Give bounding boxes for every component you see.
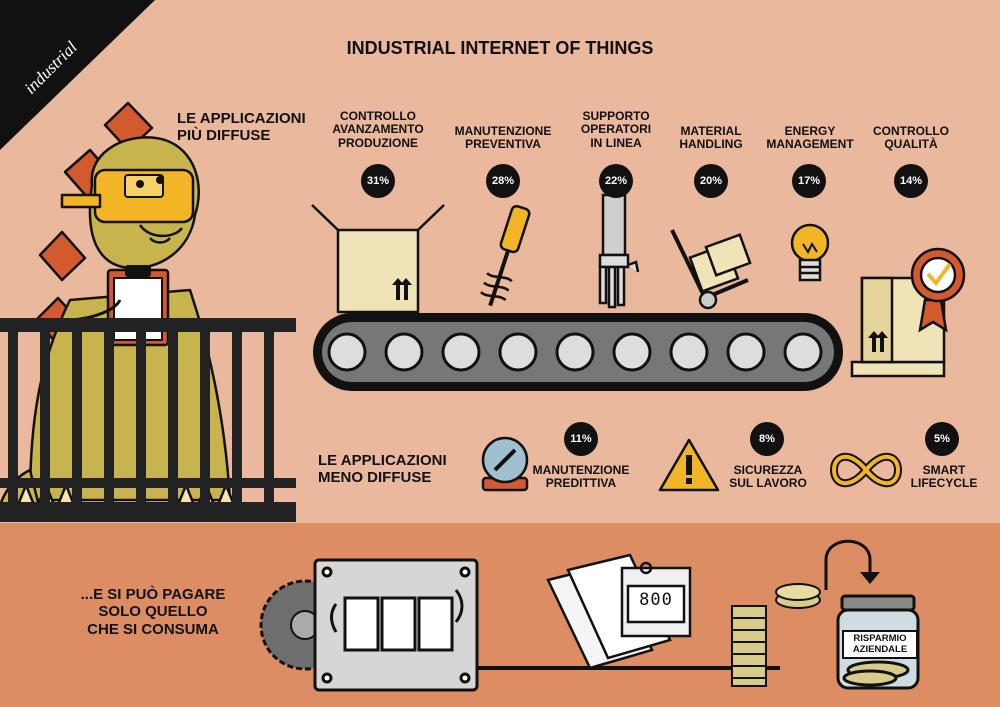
footer-band	[0, 523, 1000, 707]
corner-tag-bg	[0, 0, 155, 150]
app-label-production-control: CONTROLLO AVANZAMENTO PRODUZIONE	[332, 109, 424, 150]
app-label-predictive-maintenance: MANUTENZIONE PREDITTIVA	[532, 463, 630, 491]
savings-jar-icon	[836, 594, 920, 690]
crystal-ball-icon	[481, 436, 529, 492]
dinosaur-mascot	[0, 101, 236, 512]
coin-stack-icon	[731, 583, 821, 687]
documents-icon	[546, 553, 692, 670]
footer-message: ...E SI PUÒ PAGARE SOLO QUELLO CHE SI CO…	[80, 586, 226, 638]
app-label-smart-lifecycle: SMART LIFECYCLE	[910, 463, 978, 491]
infinity-icon	[829, 452, 903, 488]
percent-badge-workplace-safety: 8%	[750, 422, 784, 456]
percent-badge-production-control: 31%	[361, 164, 395, 198]
least-common-heading: LE APPLICAZIONI MENO DIFFUSE	[318, 452, 447, 487]
arrow-curve	[824, 539, 872, 590]
most-common-heading: LE APPLICAZIONI PIÙ DIFFUSE	[177, 110, 306, 145]
conveyor-belt	[313, 313, 843, 391]
percent-badge-material-handling: 20%	[694, 164, 728, 198]
app-label-operator-support: SUPPORTO OPERATORI IN LINEA	[580, 109, 652, 150]
robot-arm-icon	[598, 193, 640, 309]
light-bulb-icon	[790, 223, 830, 282]
meter-display: 800	[639, 590, 673, 610]
app-label-energy-management: ENERGY MANAGEMENT	[766, 124, 854, 152]
percent-badge-quality-control: 14%	[894, 164, 928, 198]
percent-badge-smart-lifecycle: 5%	[925, 422, 959, 456]
app-label-preventive-maintenance: MANUTENZIONE PREVENTIVA	[454, 124, 552, 152]
percent-badge-operator-support: 22%	[599, 164, 633, 198]
fence	[0, 318, 296, 522]
app-label-workplace-safety: SICUREZZA SUL LAVORO	[729, 463, 807, 491]
hand-truck-icon	[670, 229, 752, 310]
screwdriver-icon	[480, 204, 531, 307]
savings-jar-label: RISPARMIO AZIENDALE	[842, 630, 918, 660]
percent-badge-energy-management: 17%	[792, 164, 826, 198]
app-label-material-handling: MATERIAL HANDLING	[679, 124, 743, 152]
quality-box-icon	[850, 247, 966, 378]
percent-badge-predictive-maintenance: 11%	[564, 422, 598, 456]
arrow-head-icon	[860, 572, 880, 584]
meter-device-icon	[313, 558, 479, 692]
open-box-icon	[311, 204, 445, 314]
app-label-quality-control: CONTROLLO QUALITÀ	[873, 124, 949, 152]
percent-badge-preventive-maintenance: 28%	[486, 164, 520, 198]
page-title: INDUSTRIAL INTERNET OF THINGS	[346, 38, 654, 58]
warning-sign-icon	[658, 438, 720, 492]
